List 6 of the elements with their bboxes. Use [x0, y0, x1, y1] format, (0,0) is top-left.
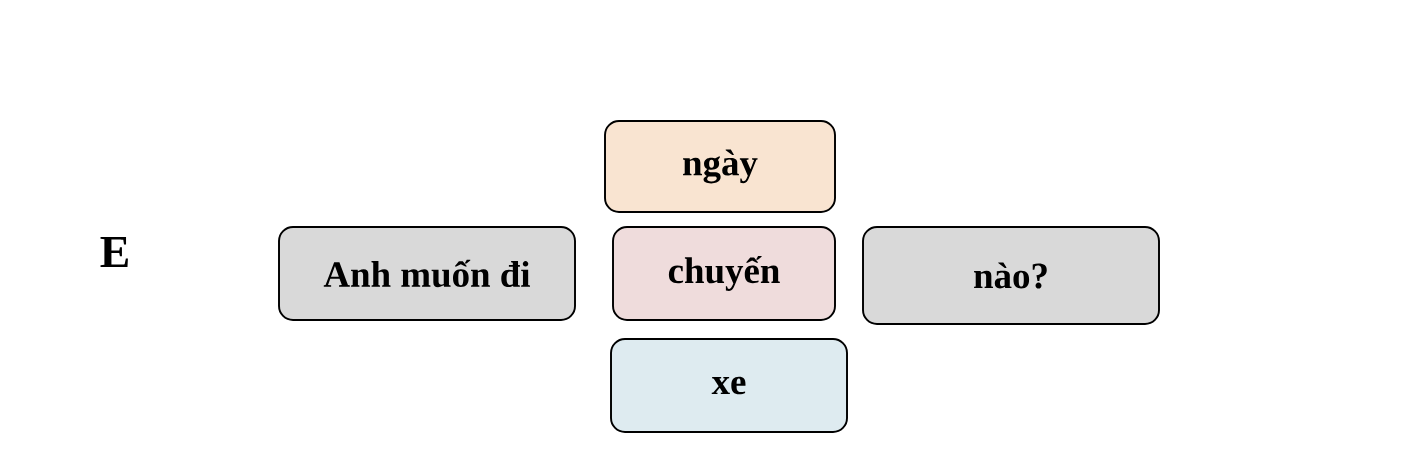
word-box: ngày [604, 120, 836, 213]
word-box: Anh muốn đi [278, 226, 576, 321]
word-box: chuyến [612, 226, 836, 321]
word-box: nào? [862, 226, 1160, 325]
row-letter: E [100, 237, 128, 267]
word-box: xe [610, 338, 848, 433]
